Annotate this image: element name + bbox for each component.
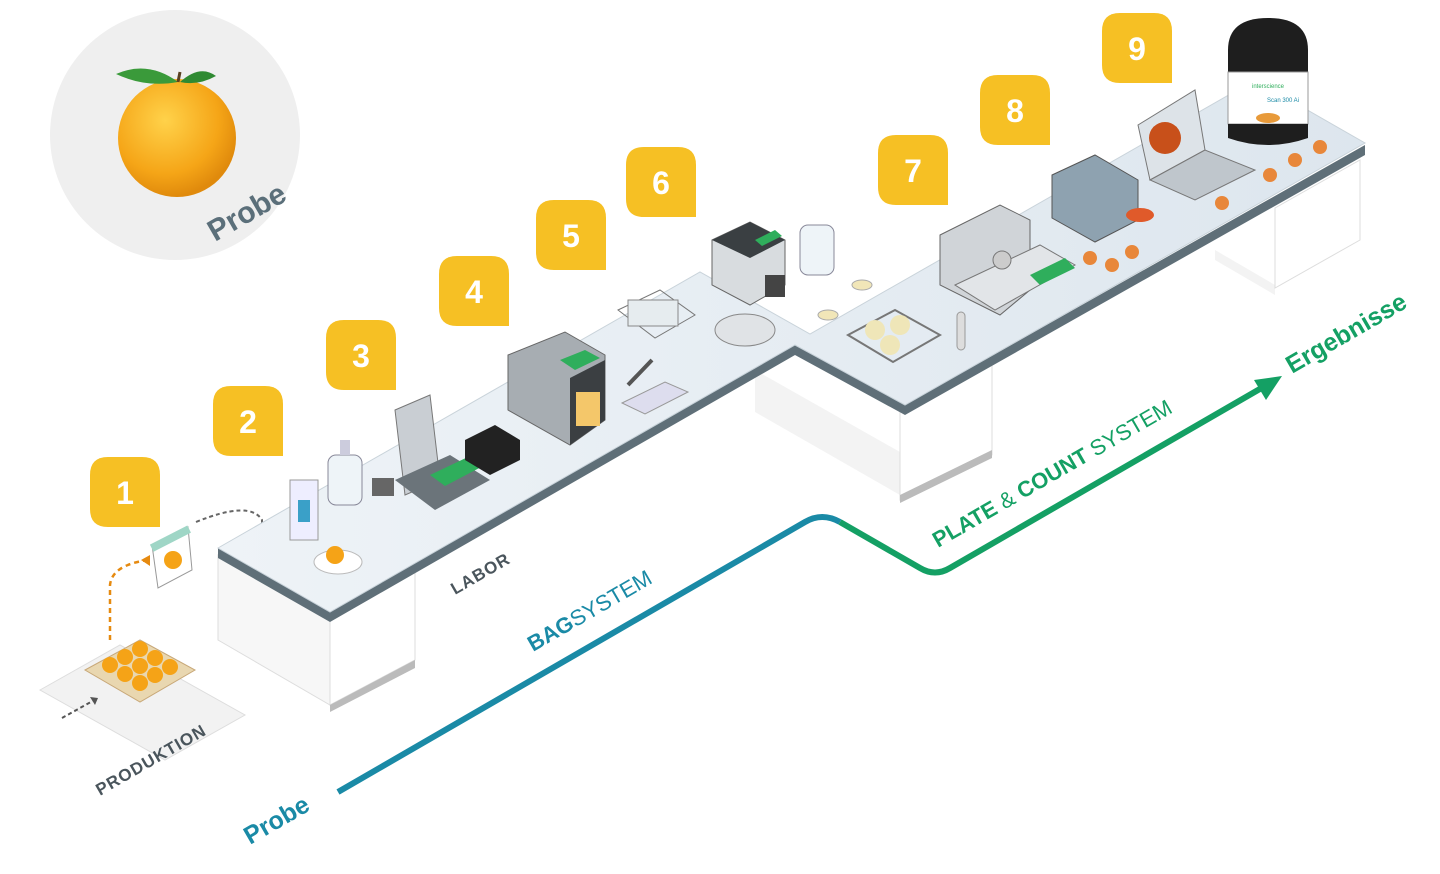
step-number: 8 (1006, 93, 1024, 129)
media-bottle-icon (799, 224, 835, 276)
step-number: 5 (562, 218, 580, 254)
counter-model-logo: Scan 300 Ai (1267, 98, 1299, 104)
results-label: Ergebnisse (1281, 288, 1412, 380)
orange-fruit-icon (116, 68, 236, 197)
petri-dish-stack-icon (817, 279, 873, 321)
step-badge-7: 7 (878, 135, 948, 205)
sample-bag-icon (149, 525, 193, 589)
bag-system-label: BAGSYSTEM (523, 565, 656, 656)
colony-counter-icon (1051, 154, 1154, 243)
orange-plate-icon (313, 546, 363, 575)
sample-circle: Probe (50, 10, 300, 260)
bag-system-label-rest: SYSTEM (565, 565, 656, 632)
results-arrow-icon (1254, 376, 1282, 400)
laptop-icon (1137, 89, 1257, 201)
blender-icon (507, 331, 606, 446)
petri-dish-row-icon (1083, 140, 1327, 272)
bottle-icon (327, 440, 363, 506)
step-number: 2 (239, 404, 257, 440)
step-badge-8: 8 (980, 75, 1050, 145)
step-number: 6 (652, 165, 670, 201)
step-badge-shape (536, 200, 606, 270)
step-badge-2: 2 (213, 386, 283, 456)
start-probe-label: Probe (239, 790, 314, 850)
step-badge-shape (1102, 13, 1172, 83)
bag-system-line (336, 514, 842, 795)
step-badge-1: 1 (90, 457, 160, 527)
step-number: 7 (904, 153, 922, 189)
plate-count-line (838, 383, 1267, 576)
step-badge-shape (90, 457, 160, 527)
step-badge-shape (626, 147, 696, 217)
step-badge-shape (439, 256, 509, 326)
step-badge-6: 6 (626, 147, 696, 217)
lab-bench-cabinets (217, 159, 1361, 712)
step-badge-9: 9 (1102, 13, 1172, 83)
turntable-icon (714, 313, 776, 347)
step-badge-3: 3 (326, 320, 396, 390)
step-number: 9 (1128, 31, 1146, 67)
step-number: 1 (116, 475, 134, 511)
lab-label: LABOR (448, 549, 514, 598)
sample-transfer-arrow (108, 558, 149, 640)
test-tube-icon (956, 311, 966, 351)
sample-bag-holder-icon (289, 479, 319, 541)
step-number: 3 (352, 338, 370, 374)
pump-icon (711, 221, 786, 306)
step-number: 4 (465, 274, 483, 310)
count-system-label-rest: SYSTEM (1080, 395, 1176, 465)
step-badge-4: 4 (439, 256, 509, 326)
step-badge-shape (878, 135, 948, 205)
step-badge-5: 5 (536, 200, 606, 270)
step-badge-shape (980, 75, 1050, 145)
counter-brand-logo: interscience (1252, 84, 1285, 90)
lab-equipment: interscience Scan 300 Ai (289, 18, 1327, 575)
step-badge-shape (213, 386, 283, 456)
pipette-icon (626, 358, 654, 387)
petri-dish-rack-icon (845, 308, 943, 364)
pipette-rack-icon (617, 289, 696, 339)
label-printer-icon (465, 425, 520, 475)
step-badges: 1 2 3 4 5 6 7 8 9 (90, 13, 1172, 527)
automatic-colony-counter-icon: interscience Scan 300 Ai (1227, 18, 1309, 145)
spreader-icon (620, 381, 690, 415)
spiral-plater-icon (939, 204, 1077, 316)
step-badge-shape (326, 320, 396, 390)
